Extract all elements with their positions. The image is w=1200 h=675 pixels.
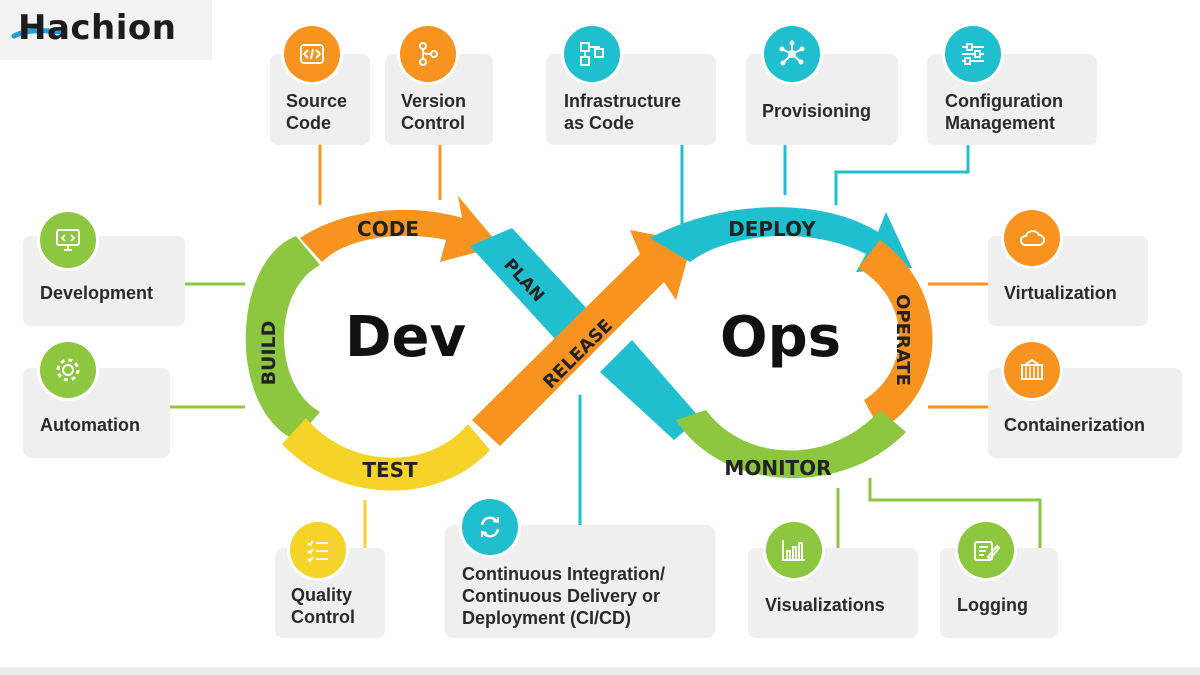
ops-title: Ops [720, 305, 842, 370]
card-label: Visualizations [765, 595, 885, 615]
container-icon [1004, 342, 1060, 398]
card-label: Development [40, 283, 154, 303]
code-brackets-icon [284, 26, 340, 82]
stage-build [245, 236, 320, 440]
card-label: Virtualization [1004, 283, 1117, 303]
monitor-code-icon [40, 212, 96, 268]
stage-plan [470, 228, 590, 340]
connector-logging [868, 478, 1042, 548]
card-logging[interactable]: Logging [940, 548, 1058, 638]
stage-label-operate: OPERATE [892, 294, 913, 386]
card-label: Automation [40, 415, 140, 435]
git-branch-icon [400, 26, 456, 82]
stage-label-test: TEST [362, 458, 418, 482]
checklist-icon [290, 522, 346, 578]
logo-text: Hachion [18, 8, 177, 48]
stage-code [300, 196, 500, 262]
gear-icon [40, 342, 96, 398]
stage-operate [858, 240, 933, 430]
stage-release [472, 230, 692, 446]
stage-label-deploy: DEPLOY [728, 217, 816, 241]
logo[interactable]: Hachion [0, 0, 212, 60]
card-label: Configuration Management [945, 91, 1063, 133]
stage-deploy [650, 207, 912, 272]
card-label: Containerization [1004, 415, 1146, 435]
card-infrastructure-as-code[interactable]: Infrastructure as Code [546, 54, 716, 145]
connector-config-mgmt [834, 145, 970, 205]
stage-label-build: BUILD [258, 321, 280, 386]
sliders-icon [945, 26, 1001, 82]
refresh-cycle-icon [462, 499, 518, 555]
network-hub-icon [764, 26, 820, 82]
stage-monitor [676, 410, 906, 479]
card-label: Infrastructure as Code [564, 91, 682, 133]
card-label: Provisioning [762, 101, 872, 121]
card-label: Version Control [401, 91, 467, 133]
cloud-icon [1004, 210, 1060, 266]
stage-label-monitor: MONITOR [724, 456, 831, 480]
card-label: Logging [957, 595, 1028, 615]
card-label: Continuous Integration/ Continuous Deliv… [462, 564, 665, 628]
dev-title: Dev [345, 305, 466, 370]
logo-swoosh-icon [11, 28, 63, 39]
bar-chart-icon [766, 522, 822, 578]
flowchart-icon [564, 26, 620, 82]
stage-test [282, 418, 490, 491]
card-label: Quality Control [291, 585, 355, 627]
stage-label-code: CODE [357, 217, 419, 241]
footer-strip [0, 667, 1200, 675]
card-source-code[interactable]: Source Code [270, 54, 370, 145]
stage-cross-teal [600, 340, 700, 440]
card-label: Source Code [286, 91, 348, 133]
card-virtualization[interactable]: Virtualization [988, 236, 1148, 326]
card-containerization[interactable]: Containerization [988, 368, 1182, 458]
notepad-pencil-icon [958, 522, 1014, 578]
